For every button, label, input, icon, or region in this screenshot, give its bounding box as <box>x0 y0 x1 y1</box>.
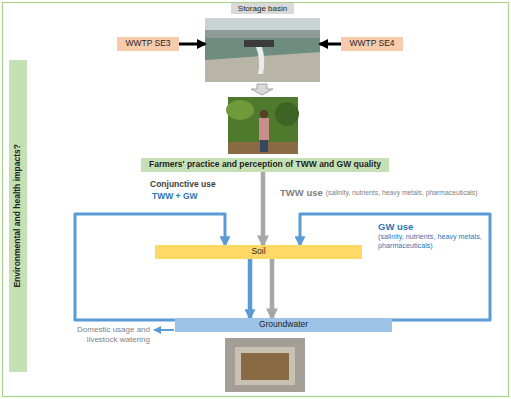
usage-label: TWW use <box>280 187 323 198</box>
plant-box: WWTP SE3 <box>117 37 178 51</box>
groundwater-band: Groundwater <box>175 318 392 332</box>
flow-connector <box>320 42 341 45</box>
node-text: WWTP SE3 <box>125 39 170 49</box>
usage-label: Domestic usage and livestock watering <box>52 325 150 344</box>
flow-connector <box>300 214 490 320</box>
photo-person <box>259 118 269 140</box>
photo-sky <box>205 18 320 82</box>
note-label: (salinity, nutrients, heavy metals, phar… <box>326 189 478 197</box>
photo-far-wall <box>205 30 320 38</box>
flow-connector <box>75 214 225 320</box>
usage-label: GW use <box>378 221 413 232</box>
node-text: Soil <box>251 247 265 257</box>
note-label: (salinity, nutrients, heavy metals, phar… <box>378 233 484 250</box>
leader-arrow <box>154 329 174 331</box>
photo-leaf <box>226 100 254 120</box>
node-text: Storage basin <box>231 3 294 14</box>
photo-well-wall <box>235 347 295 385</box>
plant-box: WWTP SE4 <box>341 37 402 51</box>
photo-well-water <box>241 353 289 380</box>
photo-person-head <box>260 110 268 118</box>
storage-basin: Storage basin <box>205 3 320 83</box>
node-text: Farmers' practice and perception of TWW … <box>149 160 381 170</box>
photo-outflow <box>256 47 264 74</box>
photo-leaf <box>275 102 299 126</box>
usage-label: Conjunctive use <box>150 179 216 189</box>
flow-connector <box>248 259 253 318</box>
photo-well-rim <box>225 338 305 392</box>
basin-photo <box>205 18 320 82</box>
soil-band: Soil <box>155 245 362 259</box>
well-photo <box>225 338 305 392</box>
flow-arrow <box>251 84 273 95</box>
usage-label: TWW + GW <box>152 191 198 201</box>
flow-connector <box>261 172 266 245</box>
node-text: WWTP SE4 <box>349 39 394 49</box>
farmer-photo <box>226 97 299 154</box>
photo-person-legs <box>260 140 268 152</box>
outer-frame <box>3 3 509 397</box>
practice-band: Farmers' practice and perception of TWW … <box>141 158 389 172</box>
node-text: Environmental and health impacts? <box>13 144 23 288</box>
flow-connector <box>270 259 275 318</box>
photo-pipe <box>244 40 274 47</box>
node-text: Groundwater <box>259 320 308 330</box>
impact-band: Environmental and health impacts? <box>9 60 27 372</box>
flow-connector <box>179 42 205 45</box>
